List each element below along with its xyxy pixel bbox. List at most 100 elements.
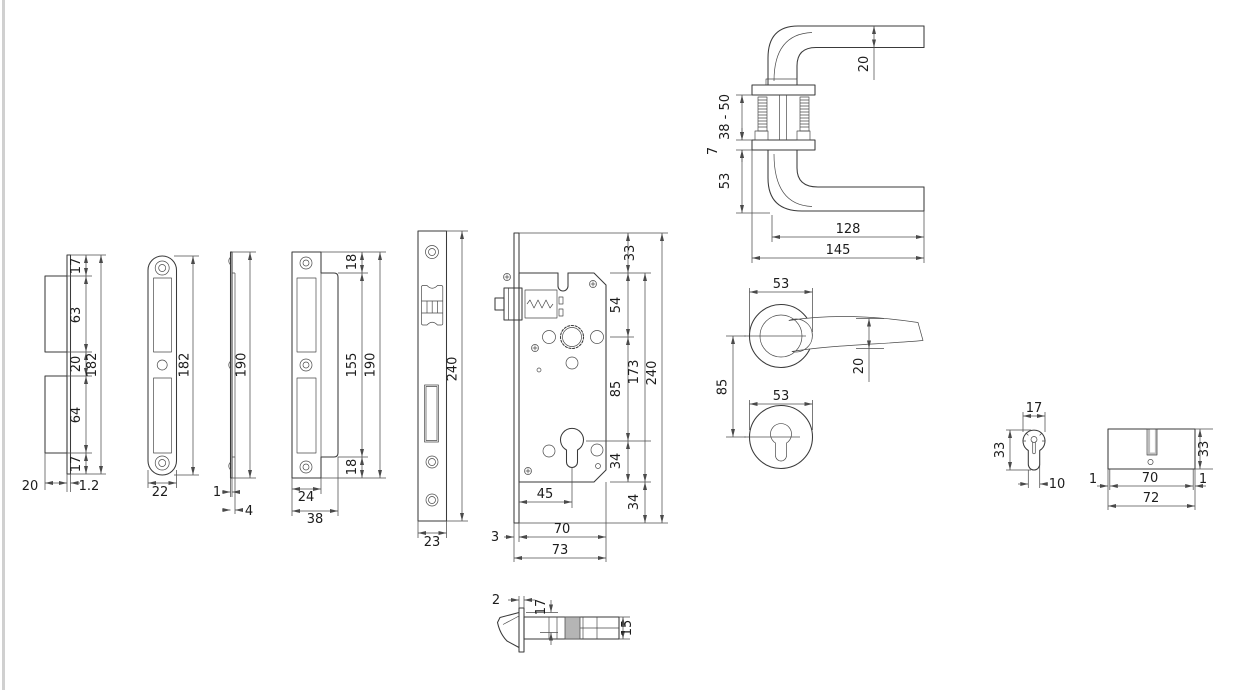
euro-profile-cutout — [770, 423, 792, 462]
dim-label: 18 — [345, 254, 360, 271]
spindle-follower — [559, 324, 585, 350]
cylinder-through-body — [564, 616, 581, 640]
dim-label: 64 — [69, 407, 84, 424]
deadbolt-opening — [424, 384, 439, 443]
dim-label: 18 — [345, 459, 360, 476]
dim-label: 53 — [773, 277, 790, 292]
dim-label: 182 — [178, 353, 193, 378]
lower-lever-outer — [767, 149, 925, 212]
dim-label: 54 — [609, 297, 624, 314]
latch-spring — [526, 299, 554, 309]
strike-plate-edge — [66, 254, 72, 475]
keyway — [1032, 441, 1036, 455]
latch-bolt-head — [503, 287, 523, 321]
lever-handle — [788, 316, 924, 353]
center-hole — [156, 359, 168, 371]
dim-label: 23 — [424, 535, 441, 550]
lip-strike-face-view: 18 155 18 190 24 38 — [291, 251, 386, 527]
fixing-hole — [565, 356, 579, 370]
faceplate-outline — [417, 230, 448, 522]
screw-hole — [425, 493, 439, 507]
rose-collar — [759, 314, 803, 358]
dim-label: 182 — [85, 353, 100, 378]
dim-label: 85 — [716, 379, 731, 396]
screw-hole — [154, 260, 170, 276]
dim-label: 3 — [491, 530, 499, 545]
dim-label: 240 — [645, 361, 660, 386]
dim-label: 33 — [993, 442, 1008, 459]
dim-label: 70 — [1142, 471, 1159, 486]
lock-case-outline — [518, 272, 607, 483]
lower-lever-inner — [796, 149, 925, 188]
strike-plate-outline — [147, 255, 178, 476]
strike-plate-face-view: 182 22 — [147, 255, 199, 500]
dim-label: 1 — [213, 485, 221, 500]
dim-label: 10 — [1049, 477, 1066, 492]
dim-label: 1 — [1089, 472, 1097, 487]
dim-label: 24 — [298, 490, 315, 505]
dim-label: 20 — [852, 358, 867, 375]
dim-label: 190 — [364, 353, 379, 378]
dim-label: 145 — [826, 243, 851, 258]
lock-faceplate-view: 240 23 — [417, 230, 468, 550]
upper-dust-box — [44, 275, 68, 353]
latch-bolt-spool — [421, 285, 444, 326]
dim-label: 20 — [69, 356, 84, 373]
dim-label: 173 — [627, 360, 642, 385]
latch-cutout — [296, 277, 317, 353]
key-plug — [1030, 436, 1038, 443]
cylinder-profile-outline — [1022, 429, 1046, 471]
lip-edge — [232, 272, 236, 458]
dim-label: 73 — [552, 543, 569, 558]
lip-strike-side-view: 190 1 4 — [213, 251, 256, 519]
dim-label: 85 — [609, 381, 624, 398]
dim-label: 20 — [857, 56, 872, 73]
dim-label: 72 — [1143, 491, 1160, 506]
dim-label: 240 — [446, 357, 461, 382]
dim-label: 38 — [307, 512, 324, 527]
dim-label: 17 — [1026, 401, 1043, 416]
fixing-screw-hole — [1147, 459, 1154, 465]
dim-label: 34 — [627, 494, 642, 511]
fixing-hole — [590, 443, 604, 457]
dim-label: 155 — [345, 353, 360, 378]
euro-cylinder-hole — [560, 427, 584, 468]
dim-label: 20 — [22, 479, 39, 494]
dim-label: 53 — [718, 173, 733, 190]
dim-label: 22 — [152, 485, 169, 500]
dim-label: 34 — [609, 453, 624, 470]
screw-hole — [154, 455, 170, 471]
upper-lever-outer — [767, 25, 925, 86]
fixing-hole — [542, 444, 556, 458]
dim-label: 45 — [537, 487, 554, 502]
lower-dust-box — [44, 375, 68, 454]
lock-body-view: 33 54 85 34 173 240 34 45 3 70 73 — [491, 232, 668, 562]
countersink-notches — [228, 256, 231, 471]
handle-front-view: 53 20 85 53 — [716, 277, 924, 470]
cylinder-end-view: 17 33 10 — [993, 401, 1065, 492]
dim-label: 17 — [534, 599, 549, 616]
dim-label: 33 — [623, 245, 638, 262]
page-left-border — [2, 0, 5, 690]
latch-cutout — [153, 277, 172, 353]
dim-label: 33 — [1197, 441, 1212, 458]
latch-bevel — [496, 611, 520, 649]
spindle — [779, 95, 787, 140]
deadbolt-cutout — [296, 377, 317, 454]
strike-box-section-view: 17 63 20 64 17 182 20 1.2 — [22, 254, 106, 494]
fixing-hole — [542, 330, 556, 344]
fixing-hole — [590, 330, 604, 344]
dim-label: 2 — [492, 593, 500, 608]
dim-label: 4 — [245, 504, 253, 519]
screw-hole — [299, 256, 313, 270]
lower-rose-plate — [751, 139, 816, 151]
dim-label: 17 — [69, 456, 84, 473]
dim-label: 7 — [706, 147, 721, 155]
screw-hole — [299, 358, 313, 372]
dim-label: 38 - 50 — [718, 94, 733, 140]
handle-set-side-view: 20 38 - 50 7 53 128 145 — [706, 25, 925, 263]
screw-hole — [425, 245, 439, 259]
cam-slot — [1146, 428, 1158, 456]
